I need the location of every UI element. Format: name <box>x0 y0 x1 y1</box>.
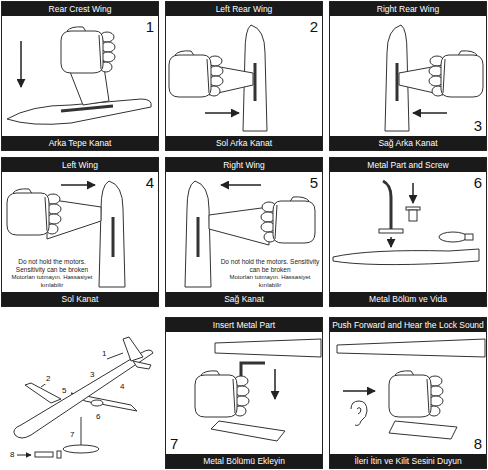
warning-text: Motorları tutmayın. Hassasiyet kırılabil… <box>220 274 320 288</box>
step-title: Left Rear Wing <box>166 2 322 16</box>
step-title-turkish: Metal Bölüm ve Vida <box>330 292 486 306</box>
assembly-illustrations <box>385 25 483 131</box>
callout-number: 4 <box>119 383 125 392</box>
airplane-overview <box>133 361 151 369</box>
insert-part-drawing <box>195 371 249 417</box>
step-panel: Insert Metal PartMetal Bölümü Ekleyin 7 <box>165 317 323 469</box>
lock-drawing <box>337 339 485 357</box>
metal-part-drawing <box>390 237 392 247</box>
crest-wing-drawing <box>7 99 151 124</box>
callout-number: 2 <box>45 375 51 384</box>
airplane-overview <box>57 451 61 458</box>
callout-number: 3 <box>89 371 95 380</box>
callout-number: 7 <box>69 431 75 440</box>
lock-drawing <box>389 371 443 417</box>
airplane-overview <box>123 337 143 361</box>
crest-wing-drawing <box>7 27 151 125</box>
step-panel: Push Forward and Hear the Lock Soundİler… <box>329 317 487 469</box>
insert-part-drawing <box>211 421 285 441</box>
step-panel: Right WingSağ Kanat 5 Do not hold the moto… <box>165 157 323 307</box>
warning-text: Do not hold the motors. Sensitivity can … <box>6 258 98 274</box>
callout-number: 1 <box>101 350 107 359</box>
lock-drawing <box>389 421 457 439</box>
metal-part-drawing <box>439 232 467 242</box>
left-wing-drawing <box>7 181 125 287</box>
step-title-turkish: İleri İtin ve Kilit Sesini Duyun <box>330 454 486 468</box>
metal-part-drawing <box>333 249 479 265</box>
step-number: 7 <box>170 436 178 451</box>
airplane-overview <box>81 417 82 445</box>
airplane-overview <box>91 400 103 406</box>
step-title-turkish: Sol Kanat <box>2 292 158 306</box>
step-title-turkish: Sol Arka Kanat <box>166 136 322 150</box>
metal-part-drawing <box>333 181 479 265</box>
right-wing-drawing <box>261 197 315 243</box>
step-number: 5 <box>310 175 318 190</box>
left-wing-drawing <box>112 217 115 257</box>
metal-part-drawing <box>465 234 473 240</box>
step-panel: Rear Crest WingArka Tepe Kanat 1 <box>1 1 159 151</box>
insert-part-drawing <box>215 339 321 357</box>
lock-drawing <box>351 401 367 426</box>
step-panel: Metal Part and ScrewMetal Bölüm ve Vida 6 <box>329 157 487 307</box>
airplane-overview <box>107 353 123 359</box>
left-wing-drawing <box>7 189 61 235</box>
insert-part-drawing <box>241 363 265 377</box>
crest-wing-drawing <box>20 41 22 87</box>
step-panel: Right Rear WingSağ Arka Kanat 3 <box>329 1 487 151</box>
step-title: Right Wing <box>166 158 322 172</box>
step-title-turkish: Metal Bölümü Ekleyin <box>166 454 322 468</box>
airplane-overview <box>63 445 99 453</box>
step-title-turkish: Sağ Arka Kanat <box>330 136 486 150</box>
right-wing-drawing <box>221 184 261 186</box>
callout-number: 6 <box>95 413 101 422</box>
insert-part-drawing <box>195 339 321 441</box>
lock-drawing <box>343 390 375 392</box>
left-wing-drawing <box>99 181 125 287</box>
metal-part-drawing <box>379 229 403 233</box>
right-wing-drawing <box>185 181 211 287</box>
step-title: Right Rear Wing <box>330 2 486 16</box>
right-wing-drawing <box>209 207 269 245</box>
step-title-turkish: Sağ Kanat <box>166 292 322 306</box>
metal-part-drawing <box>412 183 414 203</box>
step-title: Rear Crest Wing <box>2 2 158 16</box>
step-number: 1 <box>146 19 154 34</box>
step-title: Push Forward and Hear the Lock Sound <box>330 318 486 332</box>
airplane-overview <box>35 452 53 457</box>
callout-number: 8 <box>9 451 15 460</box>
step-number: 8 <box>474 436 482 451</box>
step-title-turkish: Arka Tepe Kanat <box>2 136 158 150</box>
crest-wing-drawing <box>61 27 115 73</box>
step-number: 6 <box>474 175 482 190</box>
step-panel: Left Rear WingSol Arka Kanat 2 <box>165 1 323 151</box>
assembly-illustrations <box>169 25 267 131</box>
step-number: 2 <box>310 19 318 34</box>
step-number: 3 <box>474 118 482 133</box>
warning-text: Do not hold the motors. Sensitivity can … <box>220 258 320 274</box>
left-wing-drawing <box>61 184 95 186</box>
step-title: Left Wing <box>2 158 158 172</box>
step-panel: Left WingSol Kanat 4 Do not hold the motor… <box>1 157 159 307</box>
step-number: 4 <box>146 175 154 190</box>
lock-drawing <box>357 408 361 415</box>
airplane-overview <box>14 350 153 438</box>
step-title: Insert Metal Part <box>166 318 322 332</box>
metal-part-drawing <box>383 181 391 229</box>
insert-part-drawing <box>274 369 276 399</box>
step-title: Metal Part and Screw <box>330 158 486 172</box>
callout-number: 5 <box>61 387 67 396</box>
crest-wing-drawing <box>61 106 113 111</box>
warning-note: Do not hold the motors. Sensitivity can … <box>6 258 98 289</box>
lock-drawing <box>337 339 485 439</box>
airplane-overview <box>14 337 153 458</box>
metal-part-drawing <box>409 210 417 221</box>
warning-note: Do not hold the motors. Sensitivity can … <box>220 258 320 289</box>
airplane-overview <box>17 455 31 456</box>
warning-text: Motorları tutmayın. Hassasiyet kırılabil… <box>6 274 98 288</box>
right-wing-drawing <box>197 217 200 257</box>
